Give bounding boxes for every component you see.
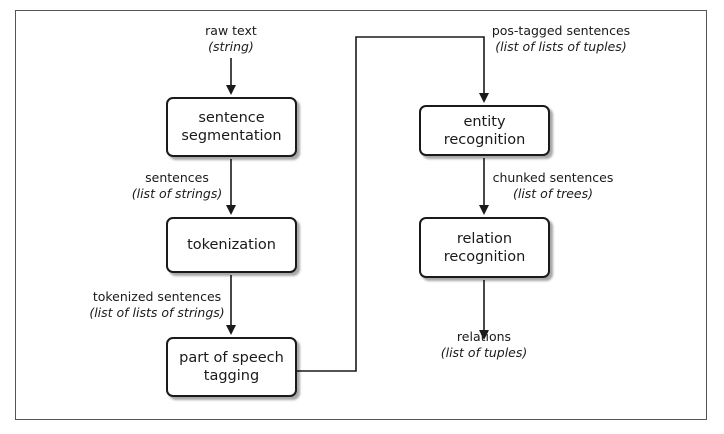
node-entity-recognition: entity recognition — [419, 105, 550, 156]
edge-label-chunked-sentences: chunked sentences (list of trees) — [488, 170, 618, 202]
node-label: entity — [463, 113, 506, 130]
node-label: tokenization — [187, 237, 276, 253]
edge-type: (list of strings) — [131, 186, 223, 201]
node-part-of-speech-tagging: part of speech tagging — [166, 337, 297, 397]
node-label: segmentation — [181, 128, 282, 144]
arrow-pos-tagged — [296, 36, 489, 372]
node-sentence-segmentation: sentence segmentation — [166, 97, 297, 157]
edge-name: raw text — [205, 23, 257, 38]
edge-label-tokenized-sentences: tokenized sentences (list of lists of st… — [84, 289, 230, 321]
edge-label-pos-tagged-sentences: pos-tagged sentences (list of lists of t… — [486, 23, 636, 55]
node-label: tagging — [203, 368, 260, 384]
edge-name: pos-tagged sentences — [491, 23, 631, 38]
edge-label-raw-text: raw text (string) — [191, 23, 271, 55]
node-relation-recognition: relation recognition — [419, 217, 550, 278]
edge-name: sentences — [145, 170, 209, 185]
node-label: sentence — [198, 110, 265, 126]
edge-type: (string) — [208, 39, 254, 54]
edge-name: tokenized sentences — [92, 289, 222, 304]
diagram-frame — [15, 10, 707, 420]
edge-name: relations — [456, 329, 512, 344]
edge-type: (list of tuples) — [440, 345, 528, 360]
node-label: part of speech — [179, 350, 284, 366]
edge-type: (list of lists of strings) — [89, 305, 225, 320]
node-tokenization: tokenization — [166, 217, 297, 273]
edge-label-relations: relations (list of tuples) — [434, 329, 534, 361]
node-label: recognition — [443, 131, 526, 148]
edge-name: chunked sentences — [492, 170, 614, 185]
edge-type: (list of trees) — [512, 186, 594, 201]
node-label: recognition — [443, 248, 526, 265]
edge-label-sentences: sentences (list of strings) — [127, 170, 227, 202]
edge-type: (list of lists of tuples) — [495, 39, 627, 54]
node-label: relation — [456, 230, 513, 247]
